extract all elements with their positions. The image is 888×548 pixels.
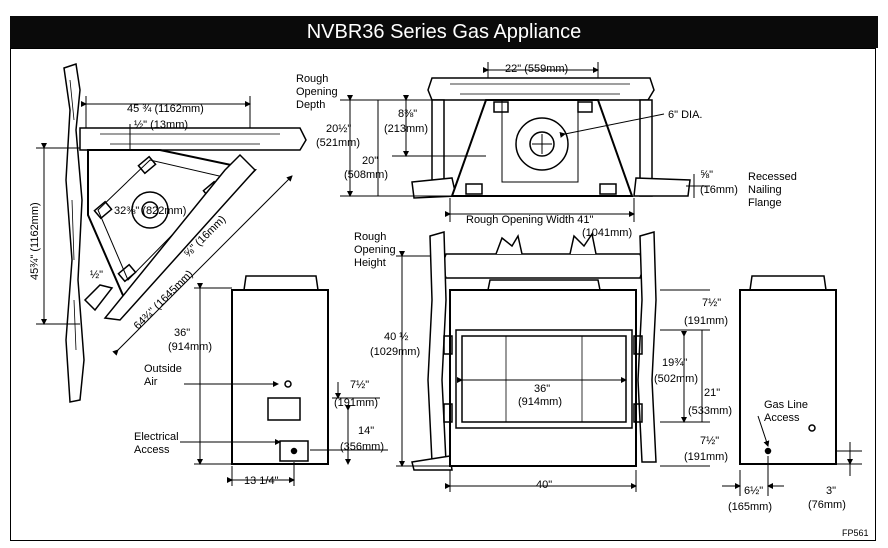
side-height-label: 36" <box>174 327 190 339</box>
gas-line-label-2: Access <box>764 412 800 424</box>
side-width-label: 13 1/4" <box>244 475 279 487</box>
corner-half-side-label: ½" <box>90 269 103 281</box>
side-height-mm-label: (914mm) <box>168 341 212 353</box>
gas-offset-label: 6½" <box>744 485 763 497</box>
corner-width-label: 45 ¾ (1162mm) <box>127 103 204 115</box>
front-dim-4-label: 7½" <box>700 435 719 447</box>
side-elec-height-mm-label: (356mm) <box>340 441 384 453</box>
front-dim-1-label: 7½" <box>702 297 721 309</box>
electrical-line-2: Access <box>134 444 170 456</box>
rough-width-label: Rough Opening Width 41" <box>466 214 594 226</box>
front-glass-width-mm-label: (914mm) <box>518 396 562 408</box>
gas-height-mm-label: (76mm) <box>808 499 846 511</box>
front-dim-4-mm-label: (191mm) <box>684 451 728 463</box>
outside-air-line-1: Outside <box>144 363 182 375</box>
depth-1-mm-label: (521mm) <box>316 137 360 149</box>
rough-height-line-2: Opening <box>354 244 396 256</box>
gas-height-label: 3" <box>826 485 836 497</box>
corner-wall-vertical <box>63 63 85 403</box>
rough-depth-line-1: Rough <box>296 73 328 85</box>
front-glass-width-label: 36" <box>534 383 550 395</box>
top-width-label: 22" (559mm) <box>505 63 568 75</box>
side-elec-height-label: 14" <box>358 425 374 437</box>
depth-1-label: 20½" <box>326 123 351 135</box>
outside-air-opening <box>267 397 301 421</box>
diagram-border <box>10 48 876 541</box>
rough-height-line-1: Rough <box>354 231 386 243</box>
electrical-line-1: Electrical <box>134 431 179 443</box>
front-dim-1-mm-label: (191mm) <box>684 315 728 327</box>
flange-mm-label: (16mm) <box>700 184 738 196</box>
front-width-label: 40" <box>536 479 552 491</box>
flue-diameter-label: 6" DIA. <box>668 109 702 121</box>
rough-depth-line-3: Depth <box>296 99 325 111</box>
corner-depth-label: 32⅜" (822mm) <box>114 205 186 217</box>
corner-beam <box>79 127 307 151</box>
diagram-title: NVBR36 Series Gas Appliance <box>10 16 878 48</box>
depth-3-mm-label: (508mm) <box>344 169 388 181</box>
flange-label-line-2: Nailing <box>748 184 782 196</box>
flange-label-line-1: Recessed <box>748 171 797 183</box>
front-glass <box>461 335 627 423</box>
depth-2-mm-label: (213mm) <box>384 123 428 135</box>
front-dim-2-mm-label: (502mm) <box>654 373 698 385</box>
gas-offset-mm-label: (165mm) <box>728 501 772 513</box>
side-view-top-cap <box>243 275 319 291</box>
front-view <box>396 231 710 492</box>
flange-label-line-3: Flange <box>748 197 782 209</box>
flange-in-label: ⅝" <box>700 169 713 181</box>
side-view <box>180 275 388 486</box>
front-dim-3-label: 21" <box>704 387 720 399</box>
rough-depth-line-2: Opening <box>296 86 338 98</box>
top-view <box>340 62 710 222</box>
front-right-post <box>637 231 657 463</box>
corner-height-label: 45¾" (1162mm) <box>29 202 41 280</box>
corner-half-top-label: ½" (13mm) <box>134 119 188 131</box>
side-air-height-label: 7½" <box>350 379 369 391</box>
top-view-header-beam <box>427 77 655 101</box>
depth-2-label: 8⅜" <box>398 108 417 120</box>
gas-line-access-dot <box>764 447 772 455</box>
front-height-mm-label: (1029mm) <box>370 346 420 358</box>
right-view-top-cap <box>749 275 827 291</box>
outside-air-line-2: Air <box>144 376 158 388</box>
front-header-beam <box>441 253 645 279</box>
figure-code: FP561 <box>842 528 869 538</box>
front-dim-2-label: 19¾" <box>662 357 687 369</box>
side-air-height-mm-label: (191mm) <box>334 397 378 409</box>
gas-line-label-1: Gas Line <box>764 399 808 411</box>
right-view-body <box>739 289 837 465</box>
depth-3-label: 20" <box>362 155 378 167</box>
side-view-body <box>231 289 329 465</box>
rough-width-mm-label: (1041mm) <box>582 227 632 239</box>
corner-view <box>36 63 307 403</box>
front-height-label: 40 ½ <box>384 331 408 343</box>
front-dim-3-mm-label: (533mm) <box>688 405 732 417</box>
rough-height-line-3: Height <box>354 257 386 269</box>
right-side-view <box>722 275 862 496</box>
